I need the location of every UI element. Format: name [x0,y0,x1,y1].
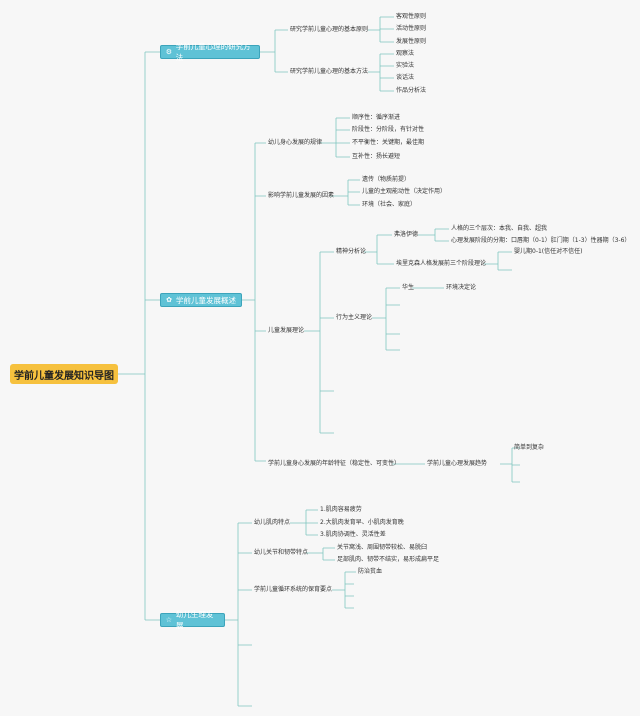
branch-label: 学前儿童发展概述 [176,295,236,305]
node-methods[interactable]: 研究学前儿童心理的基本方法 [290,68,369,75]
branch-research-methods[interactable]: ⚙ 学前儿童心理的研究方法 [160,42,260,62]
node-method[interactable]: 实验法 [396,62,415,69]
node-law[interactable]: 不平衡性：关键期，最佳期 [352,139,425,146]
node-theories[interactable]: 儿童发展理论 [268,327,305,334]
node-factor[interactable]: 遗传（物质前提） [362,176,411,183]
node-freud-item[interactable]: 心理发展阶段的分期：口唇期（0-1）肛门期（1-3）性器期（3-6） [451,237,631,244]
node-circulation[interactable]: 学前儿童循环系统的保育要点 [254,586,333,593]
node-behaviorism[interactable]: 行为主义理论 [336,314,373,321]
branch-label: 幼儿生理发展 [175,610,214,630]
node-freud[interactable]: 弗洛伊德 [394,231,419,238]
node-method[interactable]: 观察法 [396,50,415,57]
node-joint[interactable]: 幼儿关节和韧带特点 [254,549,309,556]
node-trend[interactable]: 学前儿童心理发展趋势 [427,460,488,467]
star-icon: ☆ [165,616,173,624]
branch-physical-development[interactable]: ☆ 幼儿生理发展 [160,610,225,630]
node-muscle[interactable]: 幼儿肌肉特点 [254,519,291,526]
node-factor[interactable]: 儿童的主观能动性（决定作用） [362,188,447,195]
node-laws[interactable]: 幼儿身心发展的规律 [268,139,323,146]
node-psychoanalysis[interactable]: 精神分析论 [336,248,367,255]
node-freud-item[interactable]: 人格的三个层次：本我、自我、超我 [451,225,548,232]
gear-icon: ⚙ [165,48,172,56]
node-erikson-item[interactable]: 婴儿期0-1(信任对不信任) [514,248,583,255]
node-circ-item[interactable]: 防治贫血 [358,568,383,575]
node-joint-item[interactable]: 足部肌肉、韧带不结实，易形成扁平足 [337,556,440,563]
node-muscle-item[interactable]: 1.肌肉容易疲劳 [320,506,362,513]
node-principle[interactable]: 客观性原则 [396,13,427,20]
node-method[interactable]: 作品分析法 [396,87,427,94]
branch-development-overview[interactable]: ✿ 学前儿童发展概述 [160,293,242,307]
node-principles[interactable]: 研究学前儿童心理的基本原则 [290,26,369,33]
node-watson[interactable]: 华生 [402,284,415,291]
node-law[interactable]: 顺序性：循序渐进 [352,114,401,121]
node-factor[interactable]: 环境（社会、家庭） [362,201,417,208]
node-joint-item[interactable]: 关节窝浅、周围韧带较松、易脱臼 [337,544,428,551]
node-law[interactable]: 互补性：扬长避短 [352,153,401,160]
node-law[interactable]: 阶段性：分阶段，有针对性 [352,126,425,133]
node-method[interactable]: 谈话法 [396,74,415,81]
branch-label: 学前儿童心理的研究方法 [175,42,251,62]
flower-icon: ✿ [166,296,172,304]
node-principle[interactable]: 活动性原则 [396,25,427,32]
node-factors[interactable]: 影响学前儿童发展的因素 [268,192,335,199]
node-muscle-item[interactable]: 2.大肌肉发育早、小肌肉发育晚 [320,519,404,526]
node-principle[interactable]: 发展性原则 [396,38,427,45]
node-muscle-item[interactable]: 3.肌肉协调性、灵活性差 [320,531,386,538]
node-trend-item[interactable]: 简单到复杂 [514,444,545,451]
node-erikson[interactable]: 埃里克森人格发展前三个阶段理论 [396,260,487,267]
root-topic[interactable]: 学前儿童发展知识导图 [10,364,118,384]
node-age-features[interactable]: 学前儿童身心发展的年龄特征（稳定性、可变性） [268,460,401,467]
node-watson-item[interactable]: 环境决定论 [446,284,477,291]
